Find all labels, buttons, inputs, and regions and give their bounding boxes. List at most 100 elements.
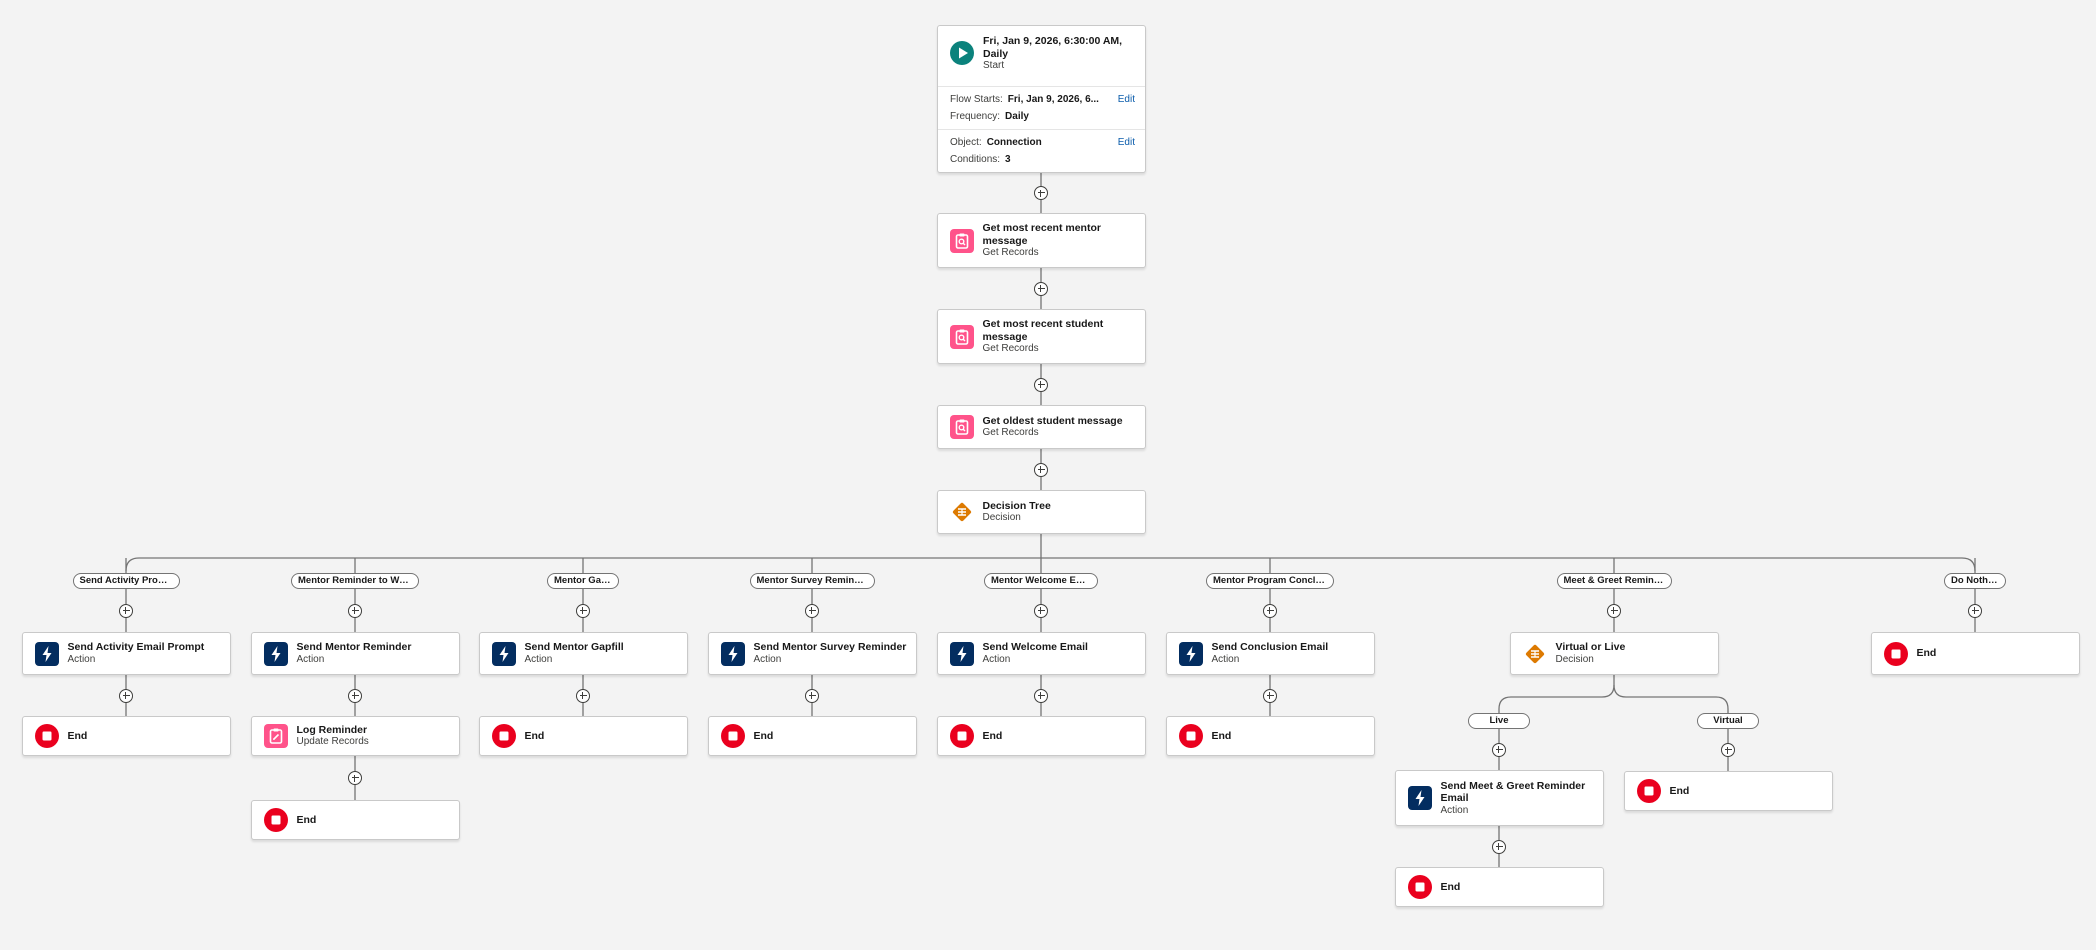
element-type: Decision [1555,653,1594,665]
action-icon [1178,641,1203,666]
frequency-label: Frequency: [950,111,1001,122]
end-icon [1636,779,1661,803]
add-element-button[interactable] [1263,603,1277,618]
end-node[interactable]: End [1165,716,1375,756]
element-type: Action [67,653,96,665]
end-node[interactable]: End [478,716,688,756]
add-element-button[interactable] [1034,462,1048,477]
branch-connector [1498,684,1615,710]
add-element-button[interactable] [1034,281,1048,296]
branch-connector [125,557,1976,572]
add-element-button[interactable] [1607,603,1621,618]
element-title: End [524,729,545,742]
element-title: Get oldest student message [982,414,1123,427]
end-node[interactable]: End [1623,771,1833,811]
element-title: Virtual or Live [1555,641,1626,654]
branch-label[interactable]: Mentor Survey Reminder [749,573,875,589]
element-title: Send Activity Email Prompt [67,641,205,654]
branch-label[interactable]: Live [1468,713,1530,729]
branch-label[interactable]: Mentor Welcome Email [984,573,1098,589]
element-title: End [1916,647,1937,660]
branch-label[interactable]: Mentor Program Conclu... [1206,573,1334,589]
element-title: Send Mentor Survey Reminder [753,641,907,654]
conditions-label: Conditions: [950,154,1001,165]
action-icon [720,641,745,666]
add-element-button[interactable] [1968,603,1982,618]
element-title: Send Mentor Reminder [296,641,412,654]
branch-label[interactable]: Do Nothing [1944,573,2006,589]
end-icon [263,808,288,832]
end-node[interactable]: End [250,800,460,840]
element-type: Get Records [982,343,1039,354]
branch-label[interactable]: Virtual [1697,713,1759,729]
get-records-icon [949,415,974,439]
action-icon [34,641,59,666]
branch-label[interactable]: Mentor Reminder to Write [291,573,419,589]
end-node[interactable]: End [1870,632,2080,675]
end-node[interactable]: End [707,716,917,756]
add-element-button[interactable] [348,771,362,785]
add-element-button[interactable] [1492,742,1506,757]
start-node[interactable]: Fri, Jan 9, 2026, 6:30:00 AM, Daily Star… [937,25,1146,173]
action-icon [491,641,516,666]
element-title: End [67,729,88,742]
element-title: Get most recent mentor message [982,222,1101,247]
end-node[interactable]: End [1394,867,1604,907]
edit-schedule-link[interactable]: Edit [1117,94,1135,105]
element-title: Send Mentor Gapfill [524,641,624,654]
end-icon [491,724,516,748]
element-type: Action [982,653,1011,665]
add-element-button[interactable] [348,688,362,703]
end-icon [949,724,974,748]
add-element-button[interactable] [119,688,133,703]
element-type: Get Records [982,247,1039,258]
decision-icon [950,500,974,524]
add-element-button[interactable] [1034,186,1048,200]
element-title: End [982,729,1003,742]
branch-label[interactable]: Send Activity Prompt [72,573,180,589]
action-icon [263,641,288,666]
end-node[interactable]: End [936,716,1146,756]
play-icon [950,41,974,65]
branch-label[interactable]: Meet & Greet Reminder [1556,573,1672,589]
element-title: End [753,729,774,742]
update-records-icon [263,724,288,748]
add-element-button[interactable] [1034,688,1048,703]
branch-connector [1613,684,1729,710]
add-element-button[interactable] [348,603,362,618]
add-element-button[interactable] [576,688,590,703]
add-element-button[interactable] [119,603,133,618]
branch-label[interactable]: Mentor Gapfill [547,573,619,589]
element-type: Action [296,653,325,665]
element-type: Update Records [296,736,369,748]
end-icon [1883,641,1908,666]
add-element-button[interactable] [805,603,819,618]
add-element-button[interactable] [1263,688,1277,703]
action-icon [1407,786,1432,810]
get-records-icon [949,324,974,349]
add-element-button[interactable] [576,603,590,618]
add-element-button[interactable] [1034,603,1048,618]
end-icon [720,724,745,748]
add-element-button[interactable] [1034,377,1048,392]
edit-object-link[interactable]: Edit [1117,137,1135,148]
end-node[interactable]: End [21,716,231,756]
element-title: End [1669,784,1690,797]
conditions-value: 3 [1005,154,1011,165]
add-element-button[interactable] [1492,839,1506,854]
add-element-button[interactable] [1721,743,1735,757]
add-element-button[interactable] [805,688,819,703]
